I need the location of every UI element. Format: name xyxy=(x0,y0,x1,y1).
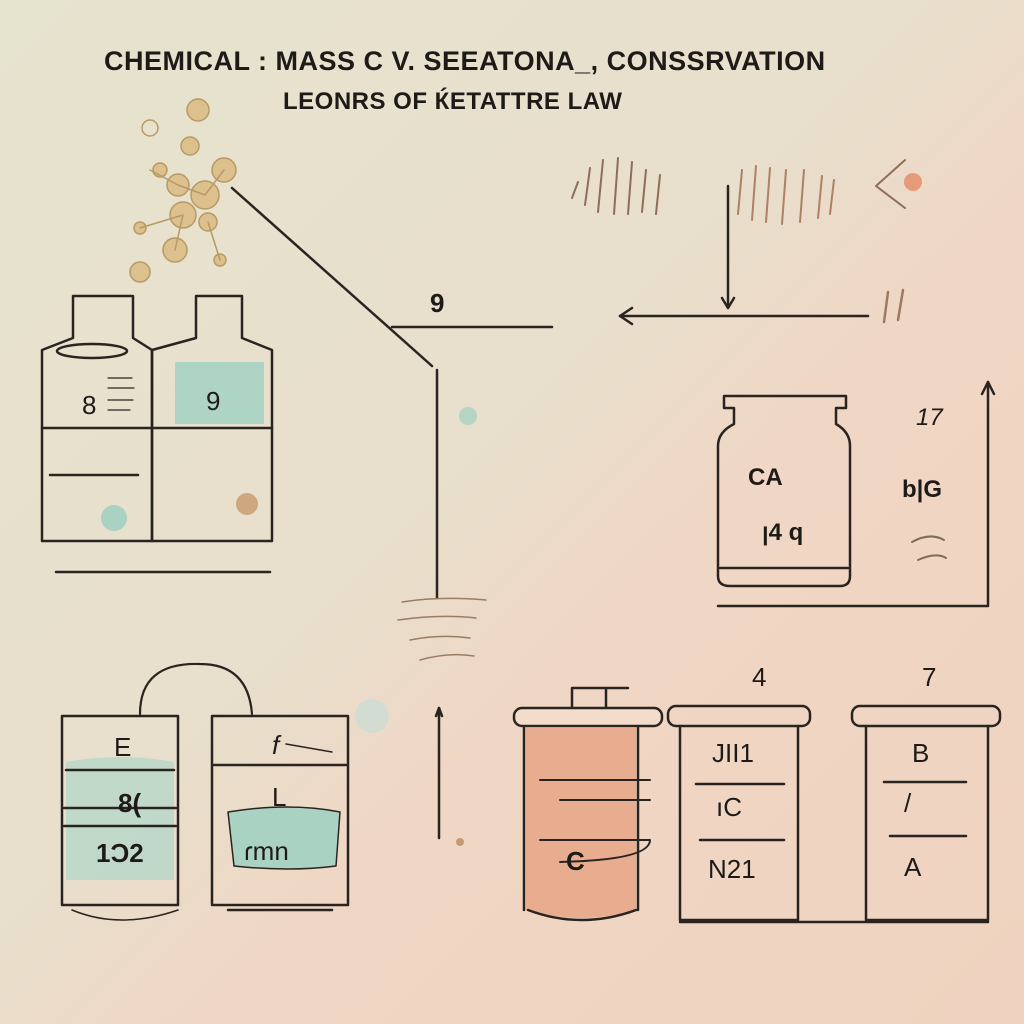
orange-dot xyxy=(904,173,922,191)
jar xyxy=(716,394,852,588)
right-mark-mid: b|G xyxy=(902,476,943,503)
copper-cylinder xyxy=(512,686,664,922)
diagram-subtitle: LEONRS OF ЌETATTRE LAW xyxy=(283,88,623,115)
box2-row2: / xyxy=(904,788,912,818)
beaker1-bottom-label: 1Ɔ2 xyxy=(96,838,144,868)
box-left xyxy=(666,704,812,922)
right-mark-top: 17 xyxy=(916,404,943,431)
connector-line xyxy=(230,186,434,368)
box1-row2: ıC xyxy=(716,792,742,822)
cylinder-label: C xyxy=(566,846,585,876)
beaker1-top-label: E xyxy=(114,732,132,762)
beaker2-top-label: f xyxy=(272,730,280,760)
box2-row3: A xyxy=(904,852,922,882)
bottle-pair xyxy=(40,294,274,574)
box1-row1: JII1 xyxy=(712,738,754,768)
diagram-title: CHEMICAL : MASS C V. SEEATONA_, CONSSRVA… xyxy=(104,46,826,76)
beaker2-mid-label: L xyxy=(272,782,287,812)
jar-bottom-label: ꞁ4 q xyxy=(762,519,804,546)
jar-top-label: CA xyxy=(748,464,783,491)
motion-strokes xyxy=(571,157,906,225)
top-number-label: 9 xyxy=(430,288,445,318)
box-right xyxy=(850,704,1002,922)
box2-row1: B xyxy=(912,738,930,768)
box1-row3: N21 xyxy=(708,854,756,884)
beaker2-bottom-label: ɾmn xyxy=(244,836,289,866)
beaker1-mid-label: 8( xyxy=(118,788,142,818)
molecule-cluster xyxy=(129,98,237,283)
bottle-left-label: 8 xyxy=(82,390,97,420)
bottle-right-label: 9 xyxy=(206,386,221,416)
box2-number: 7 xyxy=(922,662,937,692)
box1-number: 4 xyxy=(752,662,767,692)
beaker-pair xyxy=(60,662,350,921)
